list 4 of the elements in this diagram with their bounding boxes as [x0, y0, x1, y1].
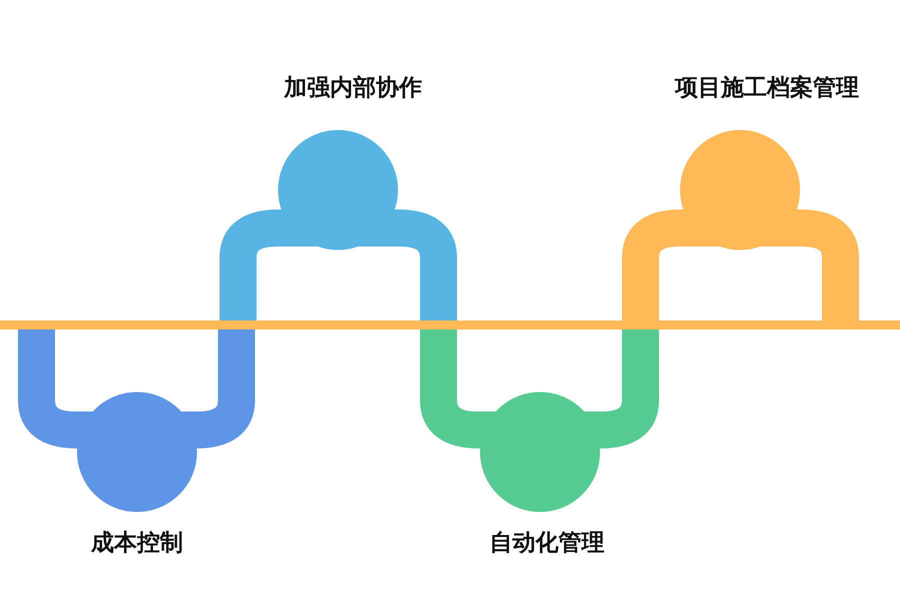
node-label: 加强内部协作	[284, 74, 422, 103]
node-label: 成本控制	[91, 529, 183, 558]
node-label: 自动化管理	[490, 529, 604, 558]
node-label: 项目施工档案管理	[675, 74, 859, 103]
